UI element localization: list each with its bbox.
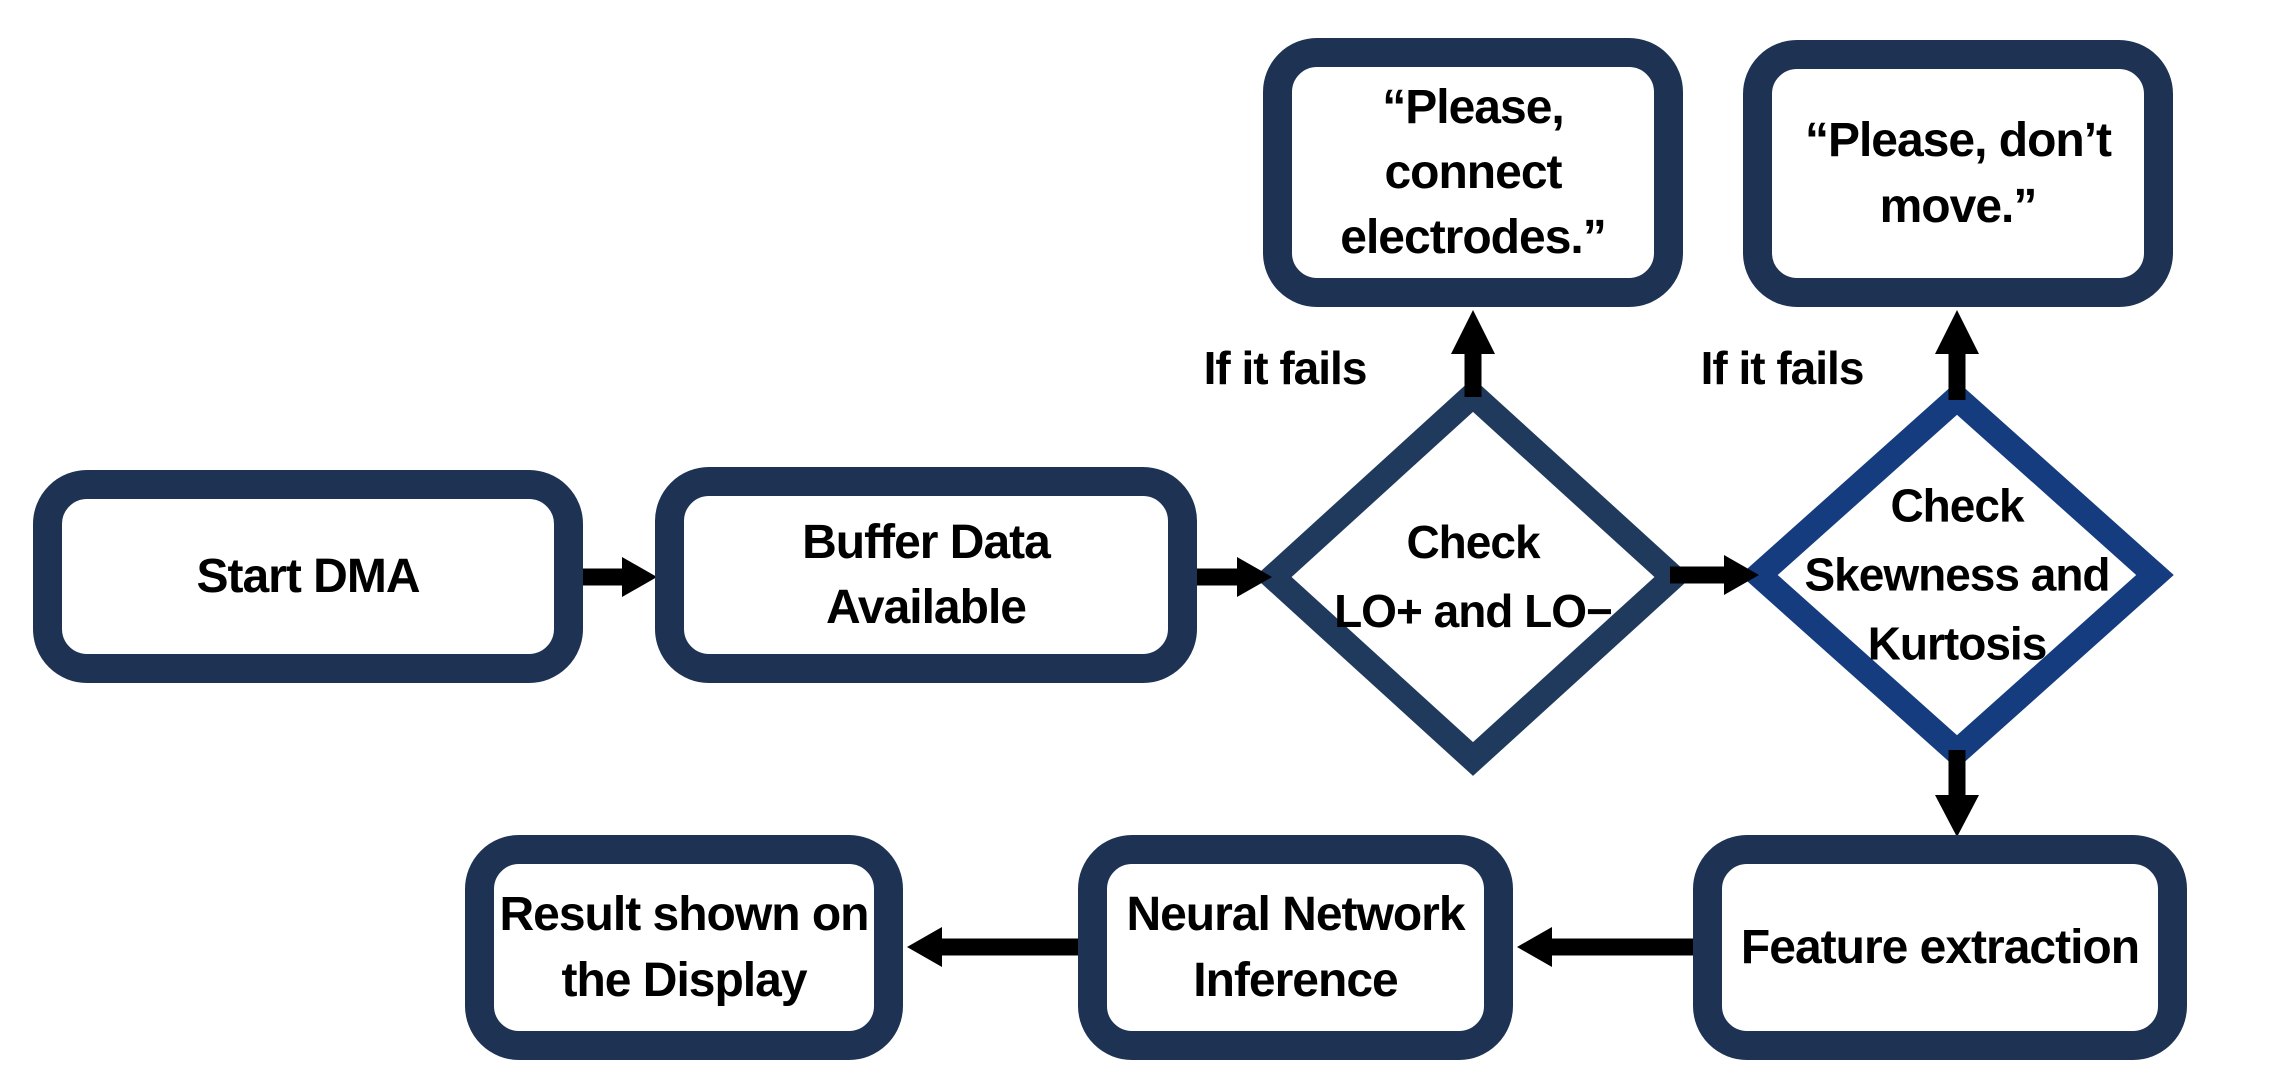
node-buffer-data-label: Buffer Data Available (802, 515, 1051, 634)
node-msg-connect-electrodes: “Please, connect electrodes.” (1263, 38, 1683, 307)
node-feature-extraction: Feature extraction (1693, 835, 2187, 1060)
arrow-buffer-to-check-lo (1197, 557, 1272, 597)
decision-check-lo-label: Check LO+ and LO− (1334, 516, 1613, 637)
arrow-check-lo-to-msg-connect (1451, 310, 1495, 397)
node-start-dma: Start DMA (33, 470, 583, 683)
decision-check-skew-label: Check Skewness and Kurtosis (1804, 479, 2110, 670)
node-start-dma-label: Start DMA (196, 549, 420, 603)
arrow-start-to-buffer (583, 557, 657, 597)
decision-check-lo-shape (1254, 378, 1692, 776)
node-result-display: Result shown on the Display (465, 835, 903, 1060)
node-msg-dont-move: “Please, don’t move.” (1743, 40, 2173, 307)
node-msg-dont-move-label: “Please, don’t move.” (1804, 114, 2112, 233)
arrow-check-skew-to-msg-dont-move (1935, 310, 1979, 400)
arrow-feature-to-nn (1517, 927, 1693, 967)
arrow-check-lo-to-check-skew (1670, 555, 1759, 595)
node-nn-inference: Neural Network Inference (1078, 835, 1513, 1060)
edge-label-if-it-fails-skew: If it fails (1700, 342, 1865, 394)
node-buffer-data: Buffer Data Available (655, 467, 1197, 683)
edge-label-if-it-fails-lo: If it fails (1203, 342, 1368, 394)
node-nn-inference-label: Neural Network Inference (1126, 888, 1465, 1007)
arrow-check-skew-to-feature (1935, 750, 1979, 837)
node-msg-connect-electrodes-label: “Please, connect electrodes.” (1340, 80, 1606, 265)
arrow-nn-to-result (907, 927, 1078, 967)
node-result-display-label: Result shown on the Display (499, 888, 870, 1007)
node-feature-extraction-label: Feature extraction (1740, 920, 2140, 974)
